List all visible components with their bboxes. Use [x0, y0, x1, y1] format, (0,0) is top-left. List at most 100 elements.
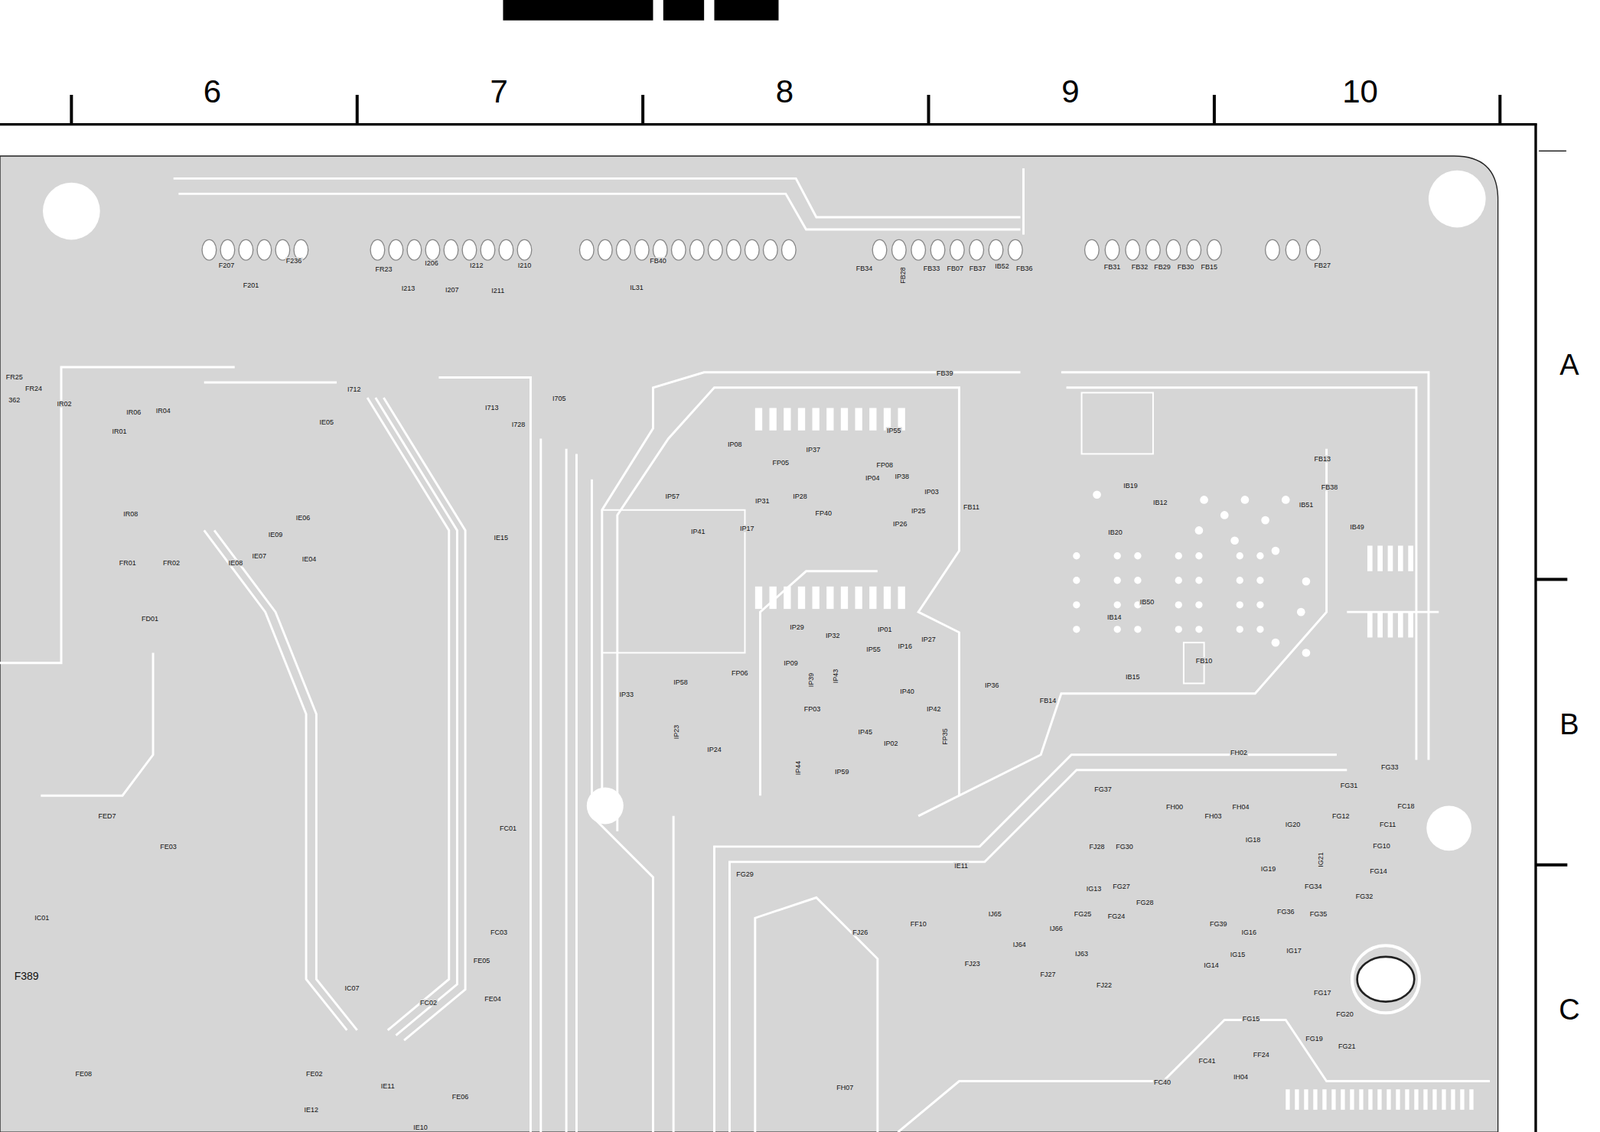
component-designator: FED7	[97, 812, 118, 820]
component-designator: FG29	[735, 870, 755, 878]
copper-trace	[565, 449, 568, 1132]
component-designator: FP05	[771, 459, 790, 467]
component-designator: FB36	[1015, 264, 1034, 272]
component-designator: IJ66	[1049, 925, 1064, 932]
smd-pad	[898, 586, 906, 610]
via	[1199, 495, 1209, 505]
header-bar	[502, 0, 653, 21]
copper-trace	[759, 571, 877, 796]
smd-pad	[1285, 1089, 1290, 1111]
smd-pad	[755, 586, 763, 610]
smd-pad	[1469, 1089, 1473, 1111]
component-designator: IB49	[1349, 524, 1366, 532]
component-designator: IP57	[664, 493, 682, 501]
smd-pad	[1388, 545, 1394, 571]
component-designator: FG35	[1309, 910, 1329, 918]
connector-pad	[872, 239, 887, 261]
via	[1175, 552, 1183, 560]
component-designator: I713	[484, 404, 500, 412]
connector-pad	[969, 239, 985, 261]
grid-reference: 6	[202, 75, 222, 108]
grid-tick	[1212, 94, 1216, 125]
connector-pad	[238, 239, 254, 261]
component-designator: FG37	[1093, 786, 1113, 794]
copper-trace	[617, 387, 960, 832]
component-designator: IP27	[920, 636, 937, 644]
component-designator: IP32	[824, 632, 841, 639]
component-designator: FP40	[814, 509, 833, 517]
connector-pad	[1166, 239, 1181, 261]
grid-tick	[1535, 577, 1568, 581]
grid-reference: 7	[488, 75, 509, 108]
via	[1195, 601, 1203, 609]
component-designator: IP55	[865, 646, 882, 654]
component-designator: IE08	[228, 560, 245, 568]
via	[1134, 625, 1141, 633]
connector-pad	[425, 239, 440, 261]
grid-tick	[927, 94, 931, 125]
connector-pad	[517, 239, 532, 261]
component-designator: IJ64	[1012, 941, 1027, 949]
via	[1072, 576, 1080, 584]
component-designator: IR04	[155, 407, 172, 415]
smd-pad	[826, 407, 834, 431]
component-designator: IB20	[1107, 529, 1124, 537]
component-designator: I210	[517, 261, 533, 269]
via	[1195, 576, 1203, 584]
via	[1236, 576, 1244, 584]
smd-pad	[1441, 1089, 1446, 1111]
copper-trace	[0, 367, 235, 664]
copper-trace	[539, 438, 542, 1132]
component-designator: IG18	[1244, 836, 1262, 844]
copper-trace	[204, 530, 348, 1030]
component-designator: IE09	[267, 531, 284, 538]
mounting-hole	[1428, 170, 1486, 229]
component-designator: IP26	[892, 521, 909, 528]
component-designator: FE05	[472, 958, 492, 965]
component-designator: FP08	[875, 462, 894, 470]
smd-pad	[783, 407, 791, 431]
header-bar	[713, 0, 779, 21]
smd-pad	[1340, 1089, 1345, 1111]
component-designator: I712	[346, 386, 362, 394]
component-designator: IE10	[412, 1124, 429, 1131]
connector-pad	[1265, 239, 1281, 261]
smd-pad	[855, 407, 863, 431]
smd-pad	[1397, 612, 1404, 638]
component-designator: IG19	[1260, 866, 1278, 874]
component-designator: IJ65	[987, 910, 1003, 918]
connector-pad	[689, 239, 704, 261]
connector-pad	[220, 239, 235, 261]
component-designator: FB33	[922, 264, 942, 272]
smd-pad	[1432, 1089, 1437, 1111]
component-designator: FF24	[1252, 1051, 1271, 1059]
via	[1195, 526, 1204, 535]
component-designator: IR01	[111, 428, 128, 436]
via	[1134, 576, 1141, 584]
component-designator: F207	[218, 261, 236, 269]
grid-reference: A	[1558, 350, 1580, 380]
component-designator: IC01	[33, 915, 50, 923]
component-designator: FC41	[1198, 1057, 1217, 1065]
via	[1281, 495, 1291, 505]
copper-trace	[1061, 372, 1429, 761]
via	[1256, 576, 1264, 584]
component-designator: FR02	[162, 560, 181, 568]
connector-pad	[1285, 239, 1301, 261]
copper-trace	[755, 898, 878, 1132]
component-designator: FB14	[1039, 697, 1058, 705]
component-designator: FB30	[1176, 263, 1196, 271]
component-designator: FC18	[1397, 802, 1416, 810]
via	[1114, 576, 1121, 584]
component-designator: FH07	[835, 1084, 854, 1092]
grid-tick	[1498, 94, 1502, 125]
component-designator: FG10	[1371, 842, 1392, 850]
component-designator: FG21	[1337, 1043, 1357, 1051]
component-designator: FC02	[419, 999, 438, 1007]
copper-trace	[575, 453, 578, 1132]
component-designator: FG24	[1107, 912, 1127, 920]
grid-tick	[69, 94, 73, 125]
copper-trace	[713, 755, 1337, 1132]
component-designator: IP38	[894, 472, 911, 480]
component-designator: I206	[423, 260, 440, 268]
